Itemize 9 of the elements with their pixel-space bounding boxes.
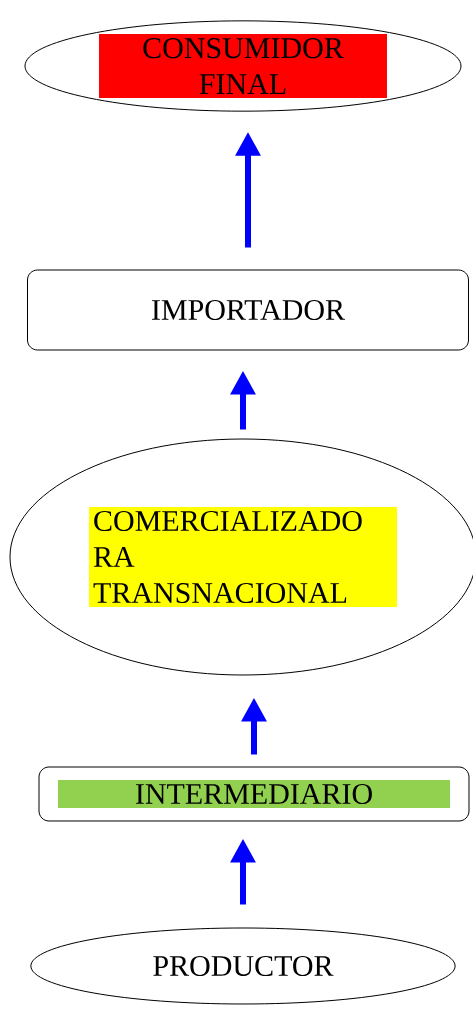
node-label: PRODUCTOR — [153, 955, 334, 977]
ellipse-node — [30, 927, 456, 1005]
node-label: IMPORTADOR — [152, 299, 345, 321]
rounded-box — [27, 269, 469, 351]
highlighted-label: COMERCIALIZADO RA TRANSNACIONAL — [89, 506, 397, 608]
ellipse-node — [24, 20, 462, 112]
highlighted-label: INTERMEDIARIO — [58, 779, 450, 809]
highlighted-label: CONSUMIDOR FINAL — [99, 34, 387, 98]
rounded-box — [38, 766, 470, 822]
